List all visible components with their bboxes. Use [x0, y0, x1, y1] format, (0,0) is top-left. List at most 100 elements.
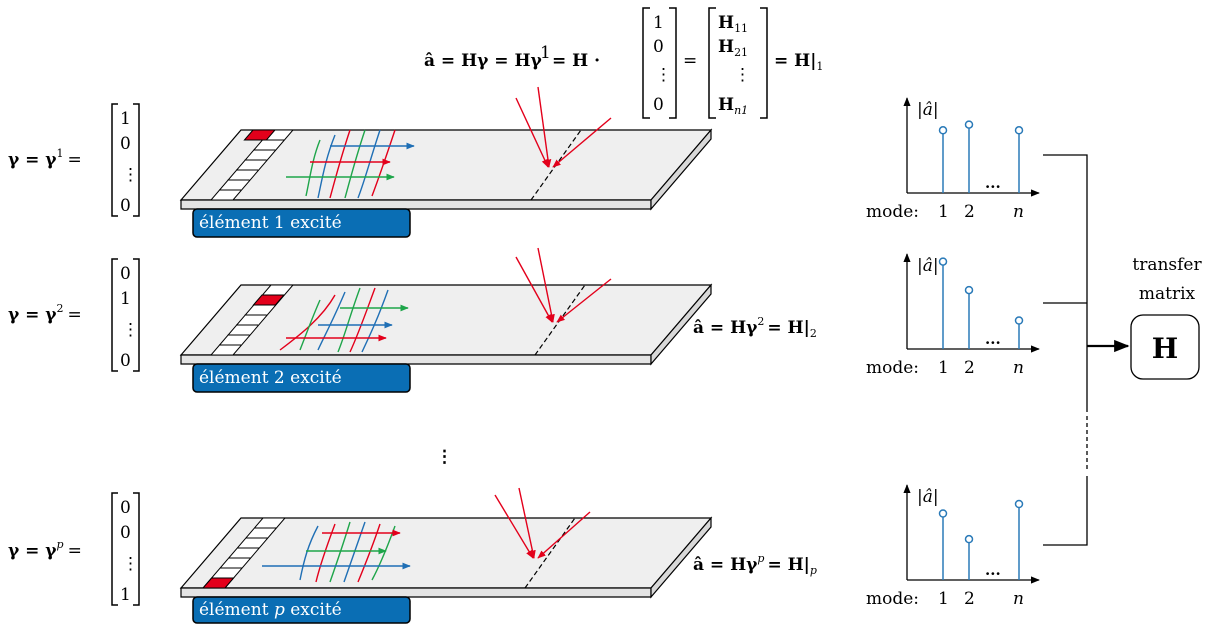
H-entry-1: H11	[718, 13, 748, 35]
stem-plot-3-tick-n: n	[1013, 589, 1024, 609]
row-1-plate-front	[180, 199, 652, 210]
row-p-vector-left-bracket	[111, 492, 118, 606]
stem-plot-2-ellipsis: ...	[985, 330, 1001, 348]
row-1-vector-entry-1: 1	[120, 109, 131, 129]
row-1-reflection-rays	[515, 86, 612, 168]
row-1-vector-entry-3: ⋮	[122, 165, 139, 185]
top-vector-left-bracket	[642, 7, 650, 119]
stem-plot-1-tick-1: 1	[938, 202, 949, 222]
stem-plot-1-xlabel: mode:	[866, 202, 919, 222]
row-p: γ = γp= 0 0 ⋮ 1	[8, 487, 817, 624]
stem-plot-3-ellipsis: ...	[985, 561, 1001, 579]
stem-plot-1-marker-1	[938, 126, 948, 135]
stem-plot-2-marker-1	[938, 257, 948, 266]
row-2-plate-side	[650, 283, 712, 366]
stem-plot-1-marker-3	[1014, 126, 1024, 135]
row-p-vector-entry-4: 1	[120, 585, 131, 605]
stem-plot-3-marker-2	[964, 534, 974, 544]
row-p-vector-right-bracket	[133, 492, 140, 606]
row-2-transducer-array	[209, 284, 295, 356]
row-1-vector-entry-2: 0	[120, 134, 131, 154]
stem-plot-2-tick-2: 2	[964, 358, 975, 378]
stem-plot-3-marker-3	[1014, 499, 1024, 509]
transfer-label-line2: matrix	[1139, 284, 1196, 304]
row-p-label-box	[192, 596, 411, 624]
stem-plot-1-marker-2	[964, 120, 974, 129]
stem-plot-1-tick-2: 2	[964, 202, 975, 222]
row-p-vector-entry-1: 0	[120, 498, 131, 518]
row-p-plate-side	[650, 516, 712, 599]
stem-plot-1-tick-n: n	[1013, 202, 1024, 222]
connector-lines	[1043, 154, 1130, 546]
H-column-right-bracket	[760, 7, 768, 119]
stem-plot-1-ylabel: |â|	[917, 100, 939, 120]
row-2-plate-front	[180, 354, 652, 365]
row-p-equation: â = Hγp= H|p	[693, 552, 817, 577]
transfer-matrix-symbol: H	[1152, 332, 1178, 365]
stem-plot-2-tick-1: 1	[938, 358, 949, 378]
row-1-gamma-lhs: γ = γ1=	[8, 147, 82, 170]
row-2-equation: â = Hγ2= H|2	[693, 315, 817, 340]
row-2-vector-entry-3: ⋮	[122, 320, 139, 340]
top-vector-entry-2: 0	[653, 37, 664, 57]
stem-plot-2-tick-n: n	[1013, 358, 1024, 378]
row-p-gamma-lhs: γ = γp=	[8, 538, 82, 561]
row-p-label: élément p excité	[199, 600, 342, 620]
row-2-gamma-lhs: γ = γ2=	[8, 302, 82, 325]
row-2-vector-entry-4: 0	[120, 351, 131, 371]
stem-plot-3-ylabel: |â|	[917, 487, 939, 507]
top-equation-eq: =	[683, 51, 697, 71]
row-p-transducer-array	[201, 517, 287, 589]
row-p-vector-entry-3: ⋮	[122, 554, 139, 574]
top-vector-entry-4: 0	[653, 95, 664, 115]
row-2-vector-right-bracket	[133, 258, 140, 372]
top-equation-result: = H|1	[774, 51, 823, 73]
top-vector-entry-1: 1	[653, 13, 664, 33]
row-2-reflection-rays	[515, 247, 612, 323]
stem-plot-3-marker-1	[938, 509, 948, 518]
row-p-defect	[524, 517, 576, 589]
row-2-vector-left-bracket	[111, 258, 118, 372]
row-2-label-box	[192, 363, 411, 393]
H-entry-4: Hn1	[718, 95, 748, 117]
H-entry-3: ⋮	[734, 65, 751, 85]
top-vector-entry-3: ⋮	[655, 65, 672, 85]
stem-plot-2-marker-2	[964, 285, 974, 295]
stem-plot-3-tick-1: 1	[938, 589, 949, 609]
row-2-label: élément 2 excité	[199, 368, 342, 388]
stem-plot-2-xlabel: mode:	[866, 358, 919, 378]
row-p-plate-front	[180, 587, 652, 598]
top-equation-sup: 1	[540, 43, 551, 63]
vertical-ellipsis: ⋮	[436, 447, 453, 467]
row-1-guided-waves	[286, 129, 415, 199]
row-2: γ = γ2= 0 1 ⋮ 0	[8, 247, 817, 393]
row-1-plate-side	[650, 128, 712, 211]
row-p-reflection-rays	[494, 487, 591, 559]
stem-plot-2-ylabel: |â|	[917, 256, 939, 276]
stem-plot-3-tick-2: 2	[964, 589, 975, 609]
top-equation: â = Hγ = Hγ 1 = H · 1 0 ⋮ 0 = H11 H21 ⋮ …	[424, 7, 823, 119]
row-1-vector-right-bracket	[133, 103, 140, 217]
top-equation-mid: = H ·	[552, 51, 600, 71]
transfer-label-line1: transfer	[1132, 255, 1202, 275]
top-equation-lhs: â = Hγ = Hγ	[424, 51, 543, 71]
row-p-vector-entry-2: 0	[120, 523, 131, 543]
row-2-vector-entry-1: 0	[120, 264, 131, 284]
stem-plot-3-xlabel: mode:	[866, 589, 919, 609]
row-1: γ = γ1= 1 0 ⋮ 0	[8, 86, 713, 238]
row-1-label-box	[192, 208, 411, 238]
row-1-label: élément 1 excité	[199, 213, 342, 233]
row-1-transducer-array	[209, 129, 295, 201]
row-1-vector-left-bracket	[111, 103, 118, 217]
stem-plot-2-marker-3	[1014, 316, 1024, 325]
row-p-guided-waves	[262, 521, 411, 583]
row-1-vector-entry-4: 0	[120, 196, 131, 216]
H-entry-2: H21	[718, 37, 748, 59]
H-column-left-bracket	[708, 7, 716, 119]
top-vector-right-bracket	[669, 7, 677, 119]
